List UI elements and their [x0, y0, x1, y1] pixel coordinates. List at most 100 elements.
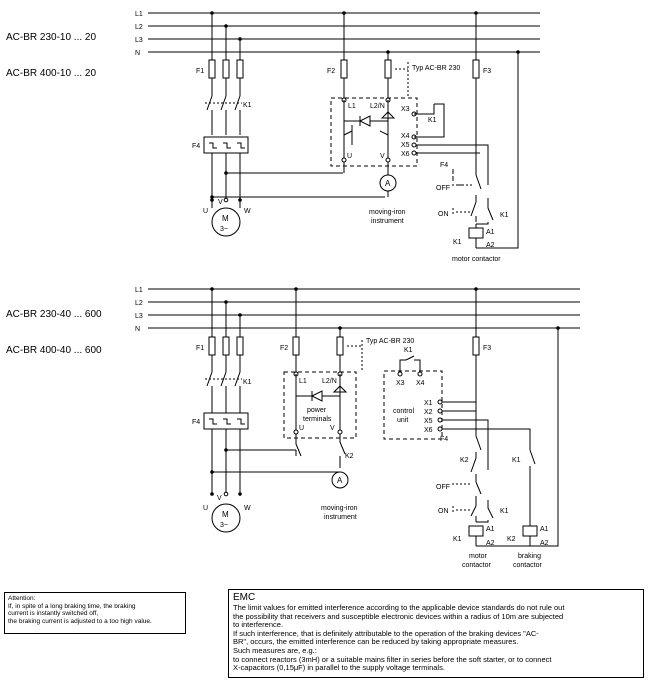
svg-text:OFF: OFF [436, 185, 450, 192]
svg-text:X4: X4 [401, 133, 410, 140]
svg-text:motor: motor [469, 553, 488, 560]
diagram1-title: AC-BR 230-10 ... 20 AC-BR 400-10 ... 20 [6, 8, 96, 92]
svg-text:OFF: OFF [436, 484, 450, 491]
svg-text:moving-iron: moving-iron [321, 505, 358, 512]
svg-text:X3: X3 [396, 380, 405, 387]
svg-text:A2: A2 [486, 540, 495, 547]
svg-text:terminals: terminals [303, 416, 332, 423]
svg-text:contactor: contactor [513, 562, 542, 569]
svg-text:motor contactor: motor contactor [452, 256, 501, 263]
svg-text:X3: X3 [401, 106, 410, 113]
svg-text:U: U [203, 505, 208, 512]
diagram2-title-line: AC-BR 230-40 ... 600 [6, 309, 102, 320]
svg-text:M: M [222, 510, 229, 519]
bus-label: L2 [135, 24, 143, 31]
diagram2: L1 L2 L3 N F1 K1 F4 V U W M 3~ [135, 287, 580, 569]
emc-line: to interference. [233, 620, 284, 630]
svg-text:L1: L1 [348, 103, 356, 110]
fuse-f3 [472, 59, 480, 79]
svg-text:unit: unit [397, 417, 408, 424]
attention-line: current is instantly switched off, [8, 610, 99, 617]
f2-label: F2 [327, 68, 335, 75]
device-power-terminals [283, 371, 357, 439]
diagram2-title-line: AC-BR 400-40 ... 600 [6, 345, 102, 356]
device-control-unit [383, 370, 443, 440]
device-ac-br-230 [330, 97, 418, 167]
attention-line: the braking current is adjusted to a too… [8, 617, 152, 625]
motor-phase-label: 3~ [220, 226, 228, 233]
bus-label: L1 [135, 11, 143, 18]
diagram2-title: AC-BR 230-40 ... 600 AC-BR 400-40 ... 60… [6, 285, 102, 369]
attention-line: Attention: [8, 595, 36, 602]
svg-text:A2: A2 [486, 242, 495, 249]
svg-text:A1: A1 [486, 526, 495, 533]
bus-label: L3 [135, 37, 143, 44]
svg-text:L1: L1 [299, 378, 307, 385]
diagram1-title-line: AC-BR 400-10 ... 20 [6, 68, 97, 79]
svg-text:F2: F2 [280, 345, 288, 352]
svg-text:F4: F4 [440, 436, 448, 443]
bus-label: N [135, 50, 140, 57]
svg-text:F3: F3 [483, 68, 491, 75]
k1-label: K1 [243, 102, 252, 109]
f4-label: F4 [192, 143, 200, 150]
contactor-coil-k2 [522, 525, 538, 537]
svg-text:X1: X1 [424, 400, 433, 407]
svg-text:K2: K2 [345, 453, 354, 460]
bus-label: L2 [135, 300, 143, 307]
bus-label: L1 [135, 287, 143, 294]
svg-text:power: power [307, 407, 327, 414]
svg-text:W: W [244, 505, 251, 512]
svg-text:K1: K1 [453, 239, 462, 246]
svg-text:K1: K1 [428, 117, 437, 124]
emc-line: Such measures are, e.g.: [233, 645, 317, 655]
svg-text:X6: X6 [424, 427, 433, 434]
device-type-label: Typ AC-BR 230 [412, 65, 460, 72]
svg-text:ON: ON [438, 211, 449, 218]
svg-text:K2: K2 [507, 536, 516, 543]
svg-text:X4: X4 [416, 380, 425, 387]
motor [211, 207, 241, 237]
motor-terminal-label: W [244, 208, 251, 215]
emc-line: to connect reactors (3mH) or a suitable … [233, 654, 552, 664]
emc-note: EMC The limit values for emitted interfe… [228, 589, 644, 678]
svg-text:X2: X2 [424, 409, 433, 416]
bus-label: L3 [135, 313, 143, 320]
motor-label: M [222, 214, 229, 223]
svg-text:control: control [393, 408, 414, 415]
svg-text:F3: F3 [483, 345, 491, 352]
svg-text:braking: braking [518, 553, 541, 560]
emc-heading: EMC [233, 592, 256, 603]
emc-line: the possibility that receivers and susce… [233, 611, 564, 621]
emc-line: If such interference, that is definitely… [233, 628, 539, 638]
emc-line: X-capacitors (0,15μF) in parallel to the… [233, 663, 445, 673]
svg-text:3~: 3~ [220, 522, 228, 529]
svg-text:ON: ON [438, 508, 449, 515]
ammeter-label: A [385, 179, 391, 188]
motor-terminal-label: V [218, 199, 223, 206]
svg-text:V: V [380, 153, 385, 160]
svg-text:moving-iron: moving-iron [369, 209, 406, 216]
svg-text:A1: A1 [540, 526, 549, 533]
svg-text:Typ AC-BR 230: Typ AC-BR 230 [366, 338, 414, 345]
fuse-f2 [340, 59, 348, 79]
svg-text:L2/N: L2/N [370, 103, 385, 110]
svg-text:A2: A2 [540, 540, 549, 547]
f1-label: F1 [196, 68, 204, 75]
svg-text:K1: K1 [243, 379, 252, 386]
svg-text:instrument: instrument [371, 218, 404, 225]
motor-terminal-label: U [203, 208, 208, 215]
emc-line: BR", occurs, the emitted interference ca… [233, 637, 519, 647]
attention-note: Attention: If, in spite of a long brakin… [4, 592, 186, 634]
svg-text:V: V [217, 495, 222, 502]
svg-text:X5: X5 [424, 418, 433, 425]
svg-text:K1: K1 [453, 536, 462, 543]
fuse-f1 [208, 59, 216, 79]
emc-line: The limit values for emitted interferenc… [233, 603, 565, 612]
svg-text:U: U [347, 153, 352, 160]
svg-text:K1: K1 [404, 347, 413, 354]
svg-text:instrument: instrument [324, 514, 357, 521]
svg-text:U: U [299, 425, 304, 432]
svg-text:F1: F1 [196, 345, 204, 352]
